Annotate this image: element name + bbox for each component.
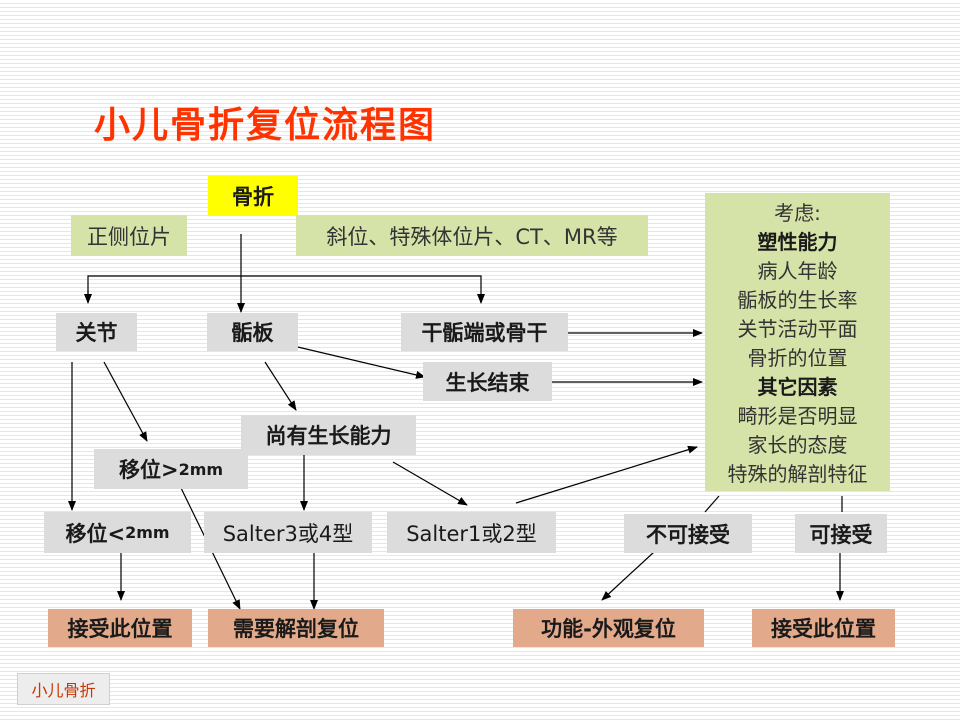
consideration-item: 家长的态度 <box>747 433 848 457</box>
node-joint-label: 关节 <box>75 321 118 345</box>
node-oblique-special-imaging: 斜位、特殊体位片、CT、MR等 <box>296 215 648 256</box>
node-accept-position-right: 接受此位置 <box>752 609 895 647</box>
node-salter-1-2: Salter1或2型 <box>387 512 556 553</box>
node-displacement-lt-2mm: 移位<2mm <box>44 512 191 553</box>
node-displacement-gt-prefix: 移位> <box>118 458 179 482</box>
considerations-panel: 考虑: 塑性能力 病人年龄 骺板的生长率 关节活动平面 骨折的位置 其它因素 畸… <box>705 193 890 491</box>
consideration-item: 特殊的解剖特征 <box>727 462 868 486</box>
node-anatomic-label: 需要解剖复位 <box>233 617 359 641</box>
node-oblique-label: 斜位、特殊体位片、CT、MR等 <box>326 224 618 249</box>
node-displacement-gt-2mm: 移位>2mm <box>94 449 248 489</box>
node-accept-position-left: 接受此位置 <box>48 609 192 647</box>
node-growth-remaining-label: 尚有生长能力 <box>265 424 392 448</box>
node-metaphysis-label: 干骺端或骨干 <box>421 321 548 345</box>
node-epiphysis: 骺板 <box>207 313 298 351</box>
node-functional-reduction: 功能-外观复位 <box>513 609 704 647</box>
arrow-growth-remaining-to-salter12 <box>392 461 468 506</box>
consideration-item: 病人年龄 <box>757 259 838 283</box>
node-fracture-label: 骨折 <box>232 185 274 209</box>
node-displacement-lt-value: 2mm <box>125 523 170 542</box>
arrow-salter12-to-considerations <box>515 445 698 504</box>
node-epiphysis-label: 骺板 <box>231 321 274 345</box>
footer-label: 小儿骨折 <box>17 673 110 705</box>
node-metaphysis-shaft: 干骺端或骨干 <box>401 313 568 351</box>
node-salter34-label: Salter3或4型 <box>222 521 354 546</box>
node-fracture: 骨折 <box>208 176 298 216</box>
consideration-item: 关节活动平面 <box>737 317 858 341</box>
node-displacement-gt-value: 2mm <box>178 459 224 479</box>
node-accept-left-label: 接受此位置 <box>67 617 173 641</box>
node-displacement-lt-prefix: 移位< <box>65 521 126 546</box>
node-unacceptable-label: 不可接受 <box>646 522 730 547</box>
node-joint: 关节 <box>56 313 137 351</box>
consideration-item: 畸形是否明显 <box>737 404 858 428</box>
node-unacceptable: 不可接受 <box>624 514 752 553</box>
arrow-epiphysis-to-growth-remaining <box>264 361 297 411</box>
page-title: 小儿骨折复位流程图 <box>94 105 437 146</box>
considerations-heading: 考虑: <box>774 201 821 225</box>
consideration-item: 塑性能力 <box>757 230 838 254</box>
node-functional-label: 功能-外观复位 <box>541 617 676 641</box>
node-ap-lateral-label: 正侧位片 <box>87 224 171 249</box>
node-salter12-label: Salter1或2型 <box>406 521 537 546</box>
node-growth-ended-label: 生长结束 <box>445 370 530 395</box>
consideration-item: 骺板的生长率 <box>737 288 858 312</box>
node-anatomic-reduction: 需要解剖复位 <box>208 609 384 647</box>
node-salter-3-4: Salter3或4型 <box>204 512 372 553</box>
node-growth-remaining: 尚有生长能力 <box>241 415 416 455</box>
bracket-right <box>241 275 485 304</box>
consideration-item: 其它因素 <box>757 375 838 399</box>
node-acceptable-label: 可接受 <box>809 522 873 547</box>
node-ap-lateral-xray: 正侧位片 <box>71 215 187 256</box>
node-growth-ended: 生长结束 <box>423 362 552 401</box>
consideration-item: 骨折的位置 <box>747 346 848 370</box>
node-acceptable: 可接受 <box>795 514 887 553</box>
arrow-epiphysis-to-growth-ended <box>284 343 426 379</box>
arrow-unacceptable-to-functional <box>601 551 655 601</box>
node-accept-right-label: 接受此位置 <box>771 617 876 641</box>
bracket-to-joint-and-metaphysis <box>87 275 241 302</box>
arrow-considerations-to-unacceptable <box>704 495 720 513</box>
arrow-joint-to-displacement-gt <box>103 361 148 442</box>
